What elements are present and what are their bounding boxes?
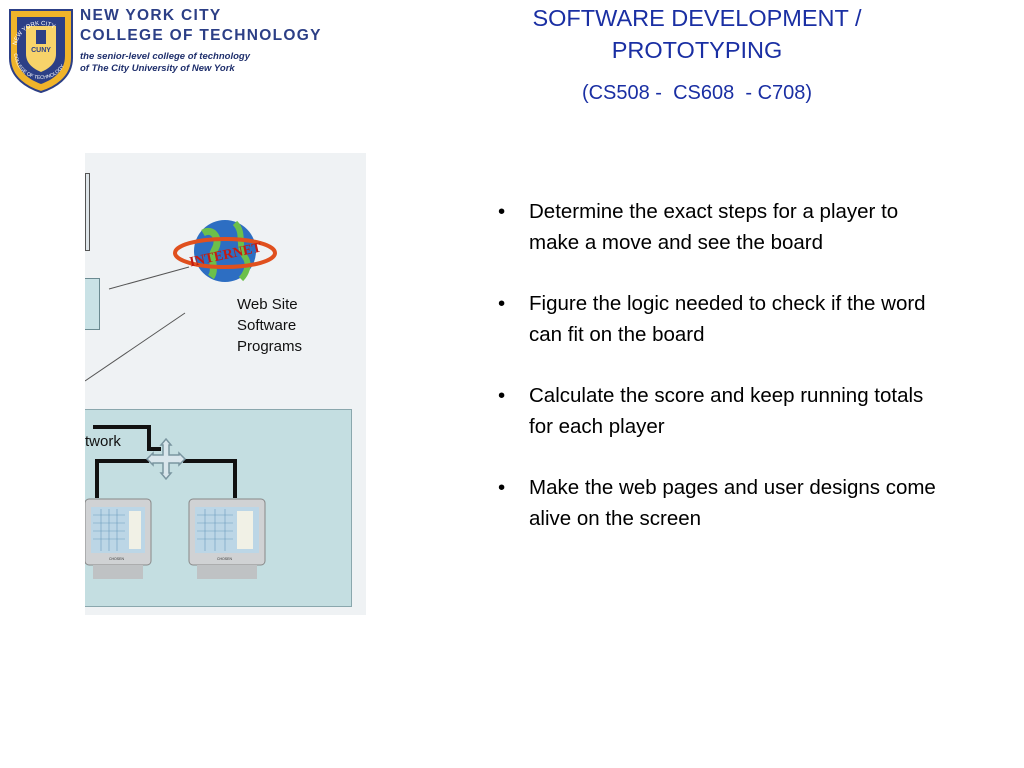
internet-globe-icon: INTERNET xyxy=(173,220,277,282)
computer-monitor-icon: CHOSEN xyxy=(188,498,266,579)
bullet-item: Make the web pages and user designs come… xyxy=(497,473,947,534)
college-name-block: NEW YORK CITY COLLEGE OF TECHNOLOGY the … xyxy=(80,6,322,75)
course-codes: (CS508 - CS608 - C708) xyxy=(581,82,813,104)
college-tagline-line2: of The City University of New York xyxy=(80,63,235,74)
slide-title-line1: SOFTWARE DEVELOPMENT / xyxy=(532,5,862,31)
bullet-item: Calculate the score and keep running tot… xyxy=(497,381,947,442)
monitor-brand-text: CHOSEN xyxy=(109,557,124,561)
college-seal-logo: NEW YORK CITY COLLEGE OF TECHNOLOGY CUNY xyxy=(9,9,73,94)
network-label: twork xyxy=(85,433,121,450)
web-site-label: Web Site Software Programs xyxy=(237,294,302,357)
server-box xyxy=(85,173,90,251)
college-tagline-line1: the senior-level college of technology xyxy=(80,51,250,62)
monitor-brand-text: CHOSEN xyxy=(217,557,232,561)
seal-center-text: CUNY xyxy=(31,47,51,54)
gateway-box xyxy=(85,278,100,330)
bullet-item: Figure the logic needed to check if the … xyxy=(497,289,947,350)
network-diagram: INTERNET CHOSEN xyxy=(85,153,366,615)
college-name-line2: COLLEGE OF TECHNOLOGY xyxy=(80,27,322,44)
network-hub-icon xyxy=(145,437,187,481)
slide-title-line2: PROTOTYPING xyxy=(611,37,783,63)
diagram-graphics: INTERNET CHOSEN xyxy=(85,220,277,579)
bullet-item: Determine the exact steps for a player t… xyxy=(497,197,947,258)
bullet-list: Determine the exact steps for a player t… xyxy=(497,197,947,565)
web-site-line: Programs xyxy=(237,338,303,355)
web-site-line: Web Site xyxy=(237,296,298,313)
computer-monitor-icon: CHOSEN xyxy=(85,498,152,579)
web-site-line: Software xyxy=(237,317,297,334)
slide-title: SOFTWARE DEVELOPMENT / PROTOTYPING (CS50… xyxy=(470,2,924,105)
college-name-line1: NEW YORK CITY xyxy=(80,7,222,24)
